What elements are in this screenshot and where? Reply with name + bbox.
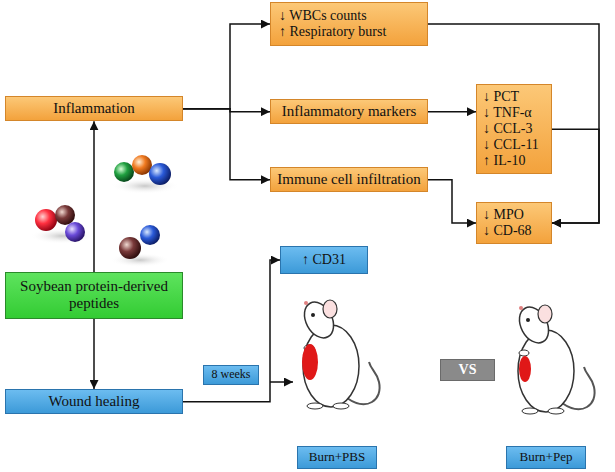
- node-text: ↓ CCL-3: [483, 121, 532, 137]
- node-text: ↓ MPO: [483, 207, 524, 223]
- process-box: Wound healing: [5, 389, 183, 414]
- group-label: Burn+PBS: [297, 446, 377, 469]
- node-text: ↑ IL-10: [483, 153, 525, 169]
- node-text: Soybean protein-derived peptides: [12, 278, 176, 313]
- peptide-box: Soybean protein-derived peptides: [5, 272, 183, 319]
- burn-wound: [519, 356, 531, 382]
- connector-arrow: [428, 24, 599, 223]
- process-box: Inflammation: [5, 96, 183, 121]
- duration-label: 8 weeks: [203, 365, 259, 385]
- mouse-figure: [299, 297, 380, 409]
- node-text: Wound healing: [49, 393, 140, 410]
- node-text: VS: [459, 362, 477, 378]
- connector-arrow: [183, 260, 280, 402]
- leader-arrow: [270, 381, 293, 383]
- node-text: ↓ PCT: [483, 89, 519, 105]
- node-text: 8 weeks: [212, 368, 251, 382]
- peptide-sphere: [132, 155, 152, 175]
- node-text: ↑ CD31: [302, 252, 346, 268]
- connector-arrow: [552, 129, 599, 223]
- peptide-sphere: [55, 205, 75, 225]
- peptide-sphere: [119, 237, 141, 259]
- mouse-pep: [514, 302, 595, 414]
- connector-arrow: [183, 109, 270, 180]
- outcome-box: ↓ WBCs counts↑ Respiratory burst: [270, 2, 428, 46]
- versus-box: VS: [440, 359, 495, 381]
- node-text: Burn+PBS: [309, 450, 365, 465]
- connector-arrow: [183, 24, 270, 109]
- connector-arrow: [93, 121, 95, 272]
- peptide-spheres: [30, 155, 179, 267]
- connector-arrow: [428, 180, 476, 223]
- node-text: Burn+Pep: [520, 450, 573, 465]
- node-text: Inflammation: [53, 100, 135, 117]
- node-text: ↓ CD-68: [483, 223, 532, 239]
- outcome-box: ↑ CD31: [280, 246, 368, 274]
- mouse-figure: [514, 302, 595, 414]
- node-text: ↓ TNF-α: [483, 105, 532, 121]
- connector-arrow: [93, 319, 95, 390]
- sphere-shadow: [110, 253, 170, 267]
- peptide-sphere: [114, 162, 134, 182]
- marker-list-box: ↓ MPO↓ CD-68: [476, 202, 552, 244]
- mouse-pbs: [299, 297, 380, 409]
- peptide-sphere: [140, 225, 160, 245]
- peptide-sphere: [149, 163, 171, 185]
- peptide-sphere: [65, 222, 85, 242]
- marker-list-box: ↓ PCT↓ TNF-α↓ CCL-3↓ CCL-11↑ IL-10: [476, 84, 552, 174]
- burn-wound: [302, 344, 318, 380]
- peptide-sphere: [35, 209, 57, 231]
- connector-arrow: [428, 111, 476, 113]
- node-text: Immune cell infiltration: [277, 171, 420, 188]
- group-label: Burn+Pep: [506, 446, 586, 469]
- process-box: Inflammatory markers: [270, 99, 428, 124]
- process-box: Immune cell infiltration: [270, 167, 428, 192]
- node-text: ↓ WBCs counts: [279, 8, 367, 24]
- node-text: ↓ CCL-11: [483, 137, 539, 153]
- node-text: ↑ Respiratory burst: [279, 24, 386, 40]
- node-text: Inflammatory markers: [282, 103, 417, 120]
